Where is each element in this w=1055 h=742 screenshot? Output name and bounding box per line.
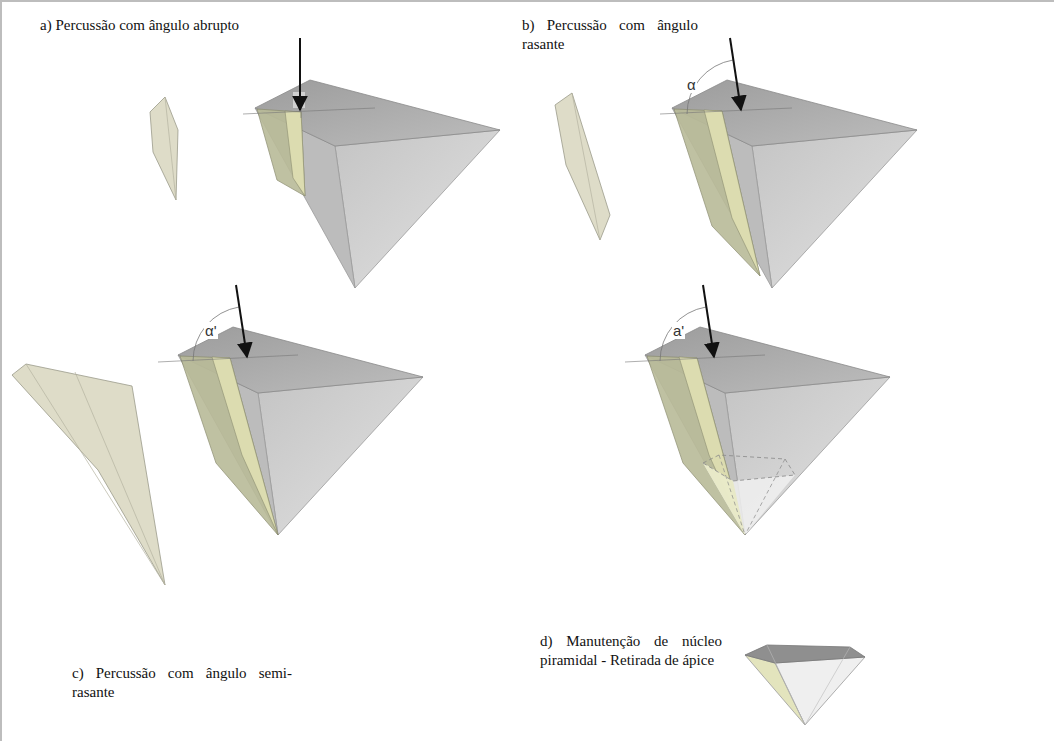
panel-caption: d) Manutenção de núcleo piramidal - Reti… (540, 632, 722, 670)
panel-caption: c) Percussão com ângulo semi-rasante (72, 664, 292, 702)
angle-label: α' (204, 322, 218, 339)
angle-label: α (686, 76, 697, 93)
panel-caption: b) Percussão com ângulo rasante (522, 16, 698, 54)
panel-caption: a) Percussão com ângulo abrupto (40, 16, 252, 35)
angle-label: a' (672, 322, 685, 339)
